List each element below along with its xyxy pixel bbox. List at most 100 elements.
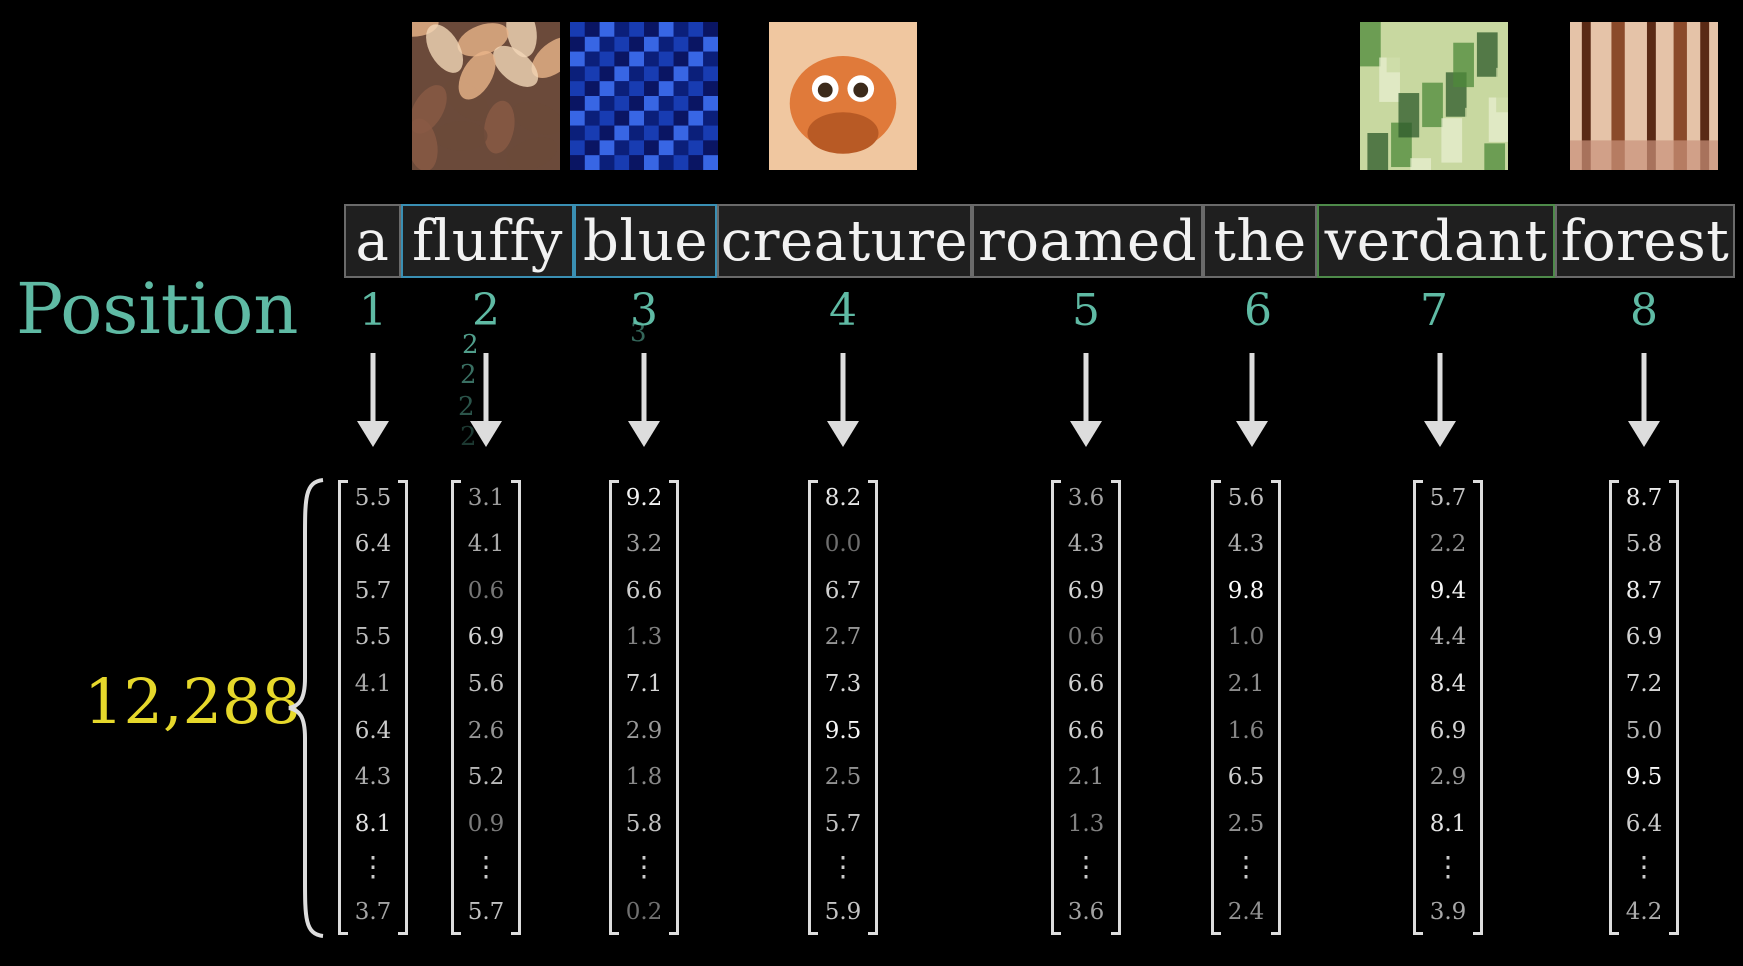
vector-value: 5.7 xyxy=(1429,485,1467,511)
vertical-ellipsis: ⋮ xyxy=(472,850,500,883)
vector-value: 8.7 xyxy=(1625,485,1663,511)
down-arrow-icon xyxy=(466,353,506,449)
vector-value: 1.3 xyxy=(1067,811,1105,837)
vector-value: 4.1 xyxy=(467,531,505,557)
vector-value: 5.7 xyxy=(354,578,392,604)
blue-mosaic-image xyxy=(570,22,718,170)
down-arrow-icon xyxy=(624,353,664,449)
fluffy-texture-image xyxy=(412,22,560,170)
vector-value: 1.8 xyxy=(625,764,663,790)
vector-value: 5.9 xyxy=(824,899,862,925)
bracket-left xyxy=(1413,480,1423,935)
bracket-right xyxy=(1111,480,1121,935)
token-forest: forest xyxy=(1555,204,1735,278)
position-number-5: 5 xyxy=(1072,285,1100,336)
vector-value: 5.8 xyxy=(1625,531,1663,557)
creature-image xyxy=(769,22,917,170)
vector-value: 7.2 xyxy=(1625,671,1663,697)
down-arrow-icon xyxy=(823,353,863,449)
vector-value: 2.1 xyxy=(1067,764,1105,790)
vector-value: 5.2 xyxy=(467,764,505,790)
vector-value: 5.7 xyxy=(467,899,505,925)
vector-value: 7.3 xyxy=(824,671,862,697)
token-fluffy: fluffy xyxy=(401,204,574,278)
creature-art xyxy=(769,22,917,170)
vector-value: 6.4 xyxy=(354,531,392,557)
vector-value: 8.2 xyxy=(824,485,862,511)
vector-value: 6.6 xyxy=(1067,718,1105,744)
vector-value: 4.2 xyxy=(1625,899,1663,925)
bracket-left xyxy=(609,480,619,935)
token-verdant: verdant xyxy=(1317,204,1555,278)
vertical-ellipsis: ⋮ xyxy=(829,850,857,883)
vector-value: 6.9 xyxy=(467,624,505,650)
down-arrow-icon xyxy=(1232,353,1272,449)
down-arrow-icon xyxy=(353,353,393,449)
vector-value: 1.6 xyxy=(1227,718,1265,744)
position-number-3: 3 xyxy=(630,285,658,336)
ghost-digit-trail: 2 xyxy=(462,330,479,360)
vector-value: 3.6 xyxy=(1067,899,1105,925)
vector-value: 2.5 xyxy=(824,764,862,790)
vertical-ellipsis: ⋮ xyxy=(1434,850,1462,883)
vector-value: 9.2 xyxy=(625,485,663,511)
vector-value: 9.4 xyxy=(1429,578,1467,604)
vector-value: 6.5 xyxy=(1227,764,1265,790)
vector-value: 8.1 xyxy=(1429,811,1467,837)
bracket-left xyxy=(1211,480,1221,935)
vector-value: 3.9 xyxy=(1429,899,1467,925)
vector-value: 6.9 xyxy=(1429,718,1467,744)
vector-value: 9.5 xyxy=(1625,764,1663,790)
bracket-left xyxy=(808,480,818,935)
vector-value: 6.4 xyxy=(1625,811,1663,837)
bracket-right xyxy=(398,480,408,935)
ghost-digit-trail: 2 xyxy=(460,360,477,390)
bracket-right xyxy=(669,480,679,935)
vector-value: 3.1 xyxy=(467,485,505,511)
vector-value: 2.9 xyxy=(1429,764,1467,790)
vector-value: 2.1 xyxy=(1227,671,1265,697)
vector-value: 2.2 xyxy=(1429,531,1467,557)
vector-value: 5.7 xyxy=(824,811,862,837)
vertical-ellipsis: ⋮ xyxy=(1630,850,1658,883)
vector-value: 6.9 xyxy=(1067,578,1105,604)
vector-value: 0.0 xyxy=(824,531,862,557)
token-creature: creature xyxy=(717,204,972,278)
vector-value: 4.4 xyxy=(1429,624,1467,650)
vector-value: 5.5 xyxy=(354,485,392,511)
vector-value: 5.6 xyxy=(467,671,505,697)
vector-value: 2.4 xyxy=(1227,899,1265,925)
vector-value: 3.6 xyxy=(1067,485,1105,511)
vector-value: 2.5 xyxy=(1227,811,1265,837)
ghost-digit-trail: 2 xyxy=(460,422,477,452)
vector-value: 2.7 xyxy=(824,624,862,650)
vector-value: 8.4 xyxy=(1429,671,1467,697)
bracket-left xyxy=(1609,480,1619,935)
vector-value: 6.6 xyxy=(625,578,663,604)
vector-value: 3.7 xyxy=(354,899,392,925)
vector-value: 1.3 xyxy=(625,624,663,650)
position-number-8: 8 xyxy=(1630,285,1658,336)
token-a: a xyxy=(344,204,401,278)
vector-value: 5.6 xyxy=(1227,485,1265,511)
position-label: Position xyxy=(16,268,299,350)
bracket-left xyxy=(451,480,461,935)
vector-value: 1.0 xyxy=(1227,624,1265,650)
verdant-forest-image xyxy=(1360,22,1508,170)
vector-value: 3.2 xyxy=(625,531,663,557)
down-arrow-icon xyxy=(1420,353,1460,449)
vector-value: 4.3 xyxy=(1227,531,1265,557)
blue-mosaic-art xyxy=(570,22,718,170)
forest-image xyxy=(1570,22,1718,170)
left-curly-brace xyxy=(287,478,327,938)
vector-value: 5.8 xyxy=(625,811,663,837)
vector-value: 0.6 xyxy=(467,578,505,604)
bracket-right xyxy=(1473,480,1483,935)
down-arrow-icon xyxy=(1066,353,1106,449)
vector-value: 6.4 xyxy=(354,718,392,744)
